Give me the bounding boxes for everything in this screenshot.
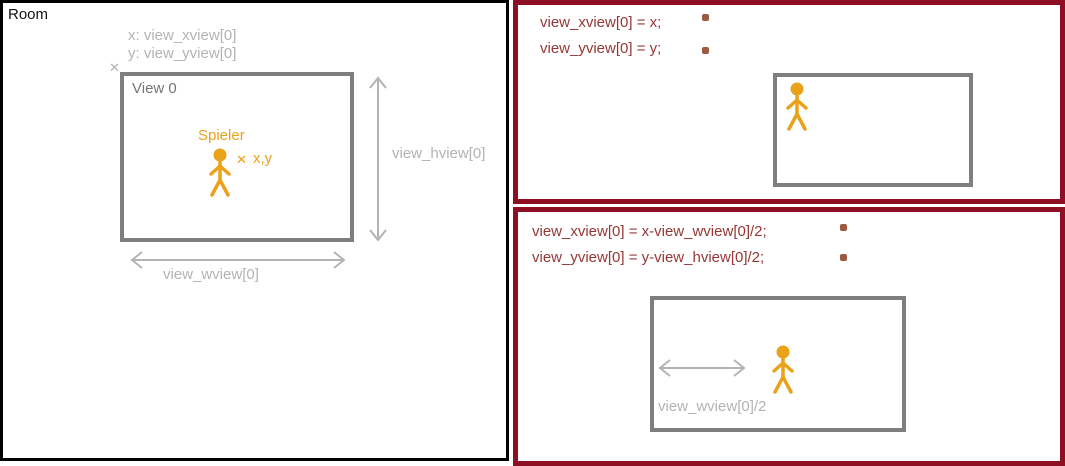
player-figure-icon [786, 82, 808, 131]
follow-corner-panel: view_xview[0] = x; view_yview[0] = y; [513, 0, 1065, 204]
centered-view-panel: view_xview[0] = x-view_wview[0]/2; view_… [513, 207, 1065, 466]
view-origin-x-label: x: view_xview[0] [128, 27, 237, 44]
view-origin-labels: x: view_xview[0] y: view_yview[0] [128, 27, 236, 63]
code-line-yview: view_yview[0] = y; [540, 40, 662, 57]
view-origin-y-label: y: view_yview[0] [128, 45, 237, 62]
view-height-label: view_hview[0] [392, 145, 486, 162]
code-block: view_xview[0] = x; view_yview[0] = y; [540, 10, 661, 62]
code-line-yview-centered: view_yview[0] = y-view_hview[0]/2; [532, 249, 765, 266]
room-title: Room [8, 6, 49, 23]
handle-dot-icon [702, 14, 709, 21]
view0-rectangle: View 0 [120, 72, 354, 242]
view-width-label: view_wview[0] [163, 266, 259, 283]
handle-dot-icon [702, 47, 709, 54]
view-width-arrow-icon [130, 251, 346, 269]
player-label: Spieler [198, 127, 245, 144]
handle-dot-icon [840, 224, 847, 231]
half-width-label: view_wview[0]/2 [658, 398, 767, 415]
view-rectangle [650, 296, 906, 432]
player-figure-icon [772, 345, 794, 394]
view-origin-cross-icon: ✕ [109, 60, 120, 75]
room-panel: Room x: view_xview[0] y: view_yview[0] ✕… [0, 0, 509, 461]
player-coords-label: x,y [253, 150, 273, 167]
view0-label: View 0 [132, 80, 177, 97]
view-height-arrow-icon [369, 76, 387, 242]
player-figure-icon [209, 148, 231, 197]
half-width-arrow-icon [658, 359, 746, 377]
view-rectangle [773, 73, 973, 187]
code-line-xview-centered: view_xview[0] = x-view_wview[0]/2; [532, 223, 767, 240]
handle-dot-icon [840, 254, 847, 261]
code-line-xview: view_xview[0] = x; [540, 14, 662, 31]
code-block: view_xview[0] = x-view_wview[0]/2; view_… [532, 219, 767, 271]
player-position-cross-icon: ✕ [236, 152, 247, 167]
